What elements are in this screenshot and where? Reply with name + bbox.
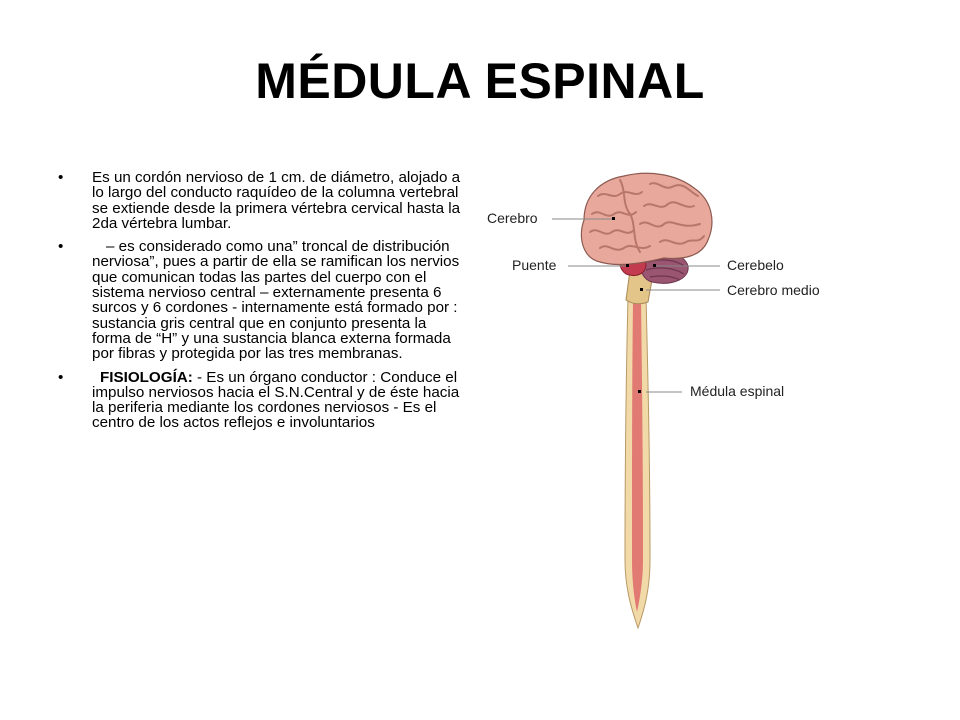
- label-medula-espinal: Médula espinal: [690, 383, 784, 399]
- label-cerebelo: Cerebelo: [727, 257, 784, 273]
- bullet-list: • Es un cordón nervioso de 1 cm. de diám…: [58, 170, 468, 439]
- slide-title: MÉDULA ESPINAL: [255, 53, 705, 109]
- bullet-text: - Es un órgano conductor : Conduce el im…: [92, 368, 460, 432]
- bullet-dot: •: [58, 169, 64, 186]
- bullet-item: • Es un cordón nervioso de 1 cm. de diám…: [58, 170, 468, 231]
- cerebrum-gyri: [589, 179, 705, 253]
- spinal-cord-core: [632, 300, 643, 612]
- label-puente: Puente: [512, 257, 557, 273]
- bullet-text: Es un cordón nervioso de 1 cm. de diámet…: [92, 169, 461, 232]
- bullet-item: • FISIOLOGÍA: - Es un órgano conductor :…: [58, 368, 468, 432]
- bullet-item: • – es considerado como una” troncal de …: [58, 238, 468, 363]
- marker-dots: [612, 217, 656, 393]
- bullet-dot: •: [58, 368, 64, 386]
- label-cerebro: Cerebro: [487, 210, 538, 226]
- leader-lines: [552, 218, 720, 393]
- bullet-dot: •: [58, 238, 64, 256]
- fisiologia-label: FISIOLOGÍA:: [100, 368, 193, 386]
- bullet-text: – es considerado como una” troncal de di…: [92, 238, 460, 363]
- label-cerebro-medio: Cerebro medio: [727, 282, 820, 298]
